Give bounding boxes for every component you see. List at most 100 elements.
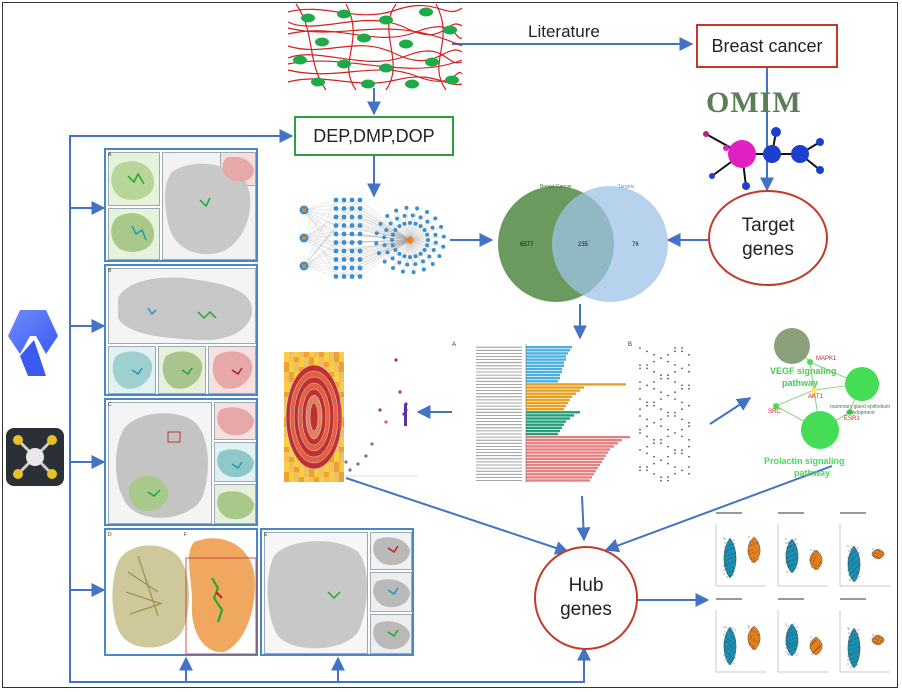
violin-point — [725, 555, 727, 557]
gene-matrix-dot — [639, 449, 641, 451]
gene-matrix-dot — [688, 455, 690, 458]
violin-point — [819, 562, 821, 564]
violin-point — [877, 553, 879, 555]
heat-cell — [284, 382, 289, 387]
violin-point — [785, 552, 787, 554]
heat-cell — [339, 367, 344, 372]
heat-cell — [289, 447, 294, 452]
violin-point — [812, 652, 814, 654]
heat-cell — [304, 352, 309, 357]
heat-cell — [324, 357, 329, 362]
violin-point — [849, 645, 851, 647]
gene-matrix-dot — [653, 421, 655, 424]
violin-point — [853, 551, 855, 553]
violin-point — [723, 537, 725, 539]
heat-cell — [289, 352, 294, 357]
network-edge — [351, 225, 411, 241]
violin-point — [789, 635, 791, 637]
violin-point — [814, 640, 816, 642]
target-node — [402, 254, 407, 259]
network-edge — [303, 242, 345, 267]
violin-point — [794, 553, 796, 555]
violin-point — [727, 628, 729, 630]
violin-point — [813, 651, 815, 653]
violin-point — [856, 554, 858, 556]
enrichment-bar — [526, 395, 572, 398]
network-edge — [303, 199, 337, 211]
compound-node — [357, 248, 363, 254]
enrichment-bar — [526, 435, 630, 439]
fiber-network-icon — [287, 3, 463, 91]
violin-title-placeholder — [716, 598, 742, 600]
heat-cell — [284, 457, 289, 462]
network-edge — [399, 239, 411, 263]
gene-matrix-dot — [688, 387, 690, 390]
violin-point — [816, 648, 818, 650]
violin-point — [731, 557, 733, 559]
gene-matrix-dot — [681, 469, 683, 472]
heat-cell — [284, 357, 289, 362]
enrichment-bar — [526, 408, 564, 411]
compound-target-network — [299, 197, 446, 279]
violin-point — [723, 565, 725, 567]
gene-matrix-dot — [681, 452, 683, 455]
target-node — [426, 238, 430, 242]
breast-cancer-box: Breast cancer — [696, 24, 838, 68]
heat-cell — [284, 392, 289, 397]
compound-node — [333, 223, 339, 228]
heat-cell — [324, 472, 329, 477]
panel5-structure — [267, 537, 410, 650]
violin-point — [789, 546, 791, 548]
violin-point — [794, 648, 796, 650]
violin-point — [787, 566, 789, 568]
heat-cell — [284, 427, 289, 432]
gene-matrix-dot — [646, 445, 648, 448]
violin-point — [788, 650, 790, 652]
target-node — [390, 243, 395, 248]
heat-cell — [329, 462, 334, 467]
compound-node — [333, 257, 339, 262]
network-edge — [343, 239, 411, 252]
heat-cell — [334, 467, 339, 472]
network-edge — [359, 239, 411, 260]
violin-point — [855, 651, 857, 653]
compound-node — [349, 248, 355, 254]
heat-cell — [339, 357, 344, 362]
network-edge — [409, 239, 414, 273]
violin-point — [849, 649, 851, 651]
target-node — [382, 235, 387, 240]
enrichment-bar — [526, 457, 604, 460]
heat-cell — [309, 467, 314, 472]
violin-point — [724, 631, 726, 633]
violin-point — [847, 655, 849, 657]
gene-matrix-dot — [681, 384, 683, 387]
violin-point — [873, 555, 875, 557]
violin-point — [796, 626, 798, 628]
enrichment-bar — [526, 361, 564, 364]
violin-point — [794, 652, 796, 654]
violin-point — [853, 661, 855, 663]
violin-point — [723, 569, 725, 571]
violin-point — [787, 629, 789, 631]
violin-title-placeholder — [778, 598, 804, 600]
violin-point — [724, 641, 726, 643]
pathway-edges — [773, 328, 879, 449]
compound-node — [341, 257, 347, 262]
violin-point — [785, 643, 787, 645]
violin-point — [848, 550, 850, 552]
network-edge — [409, 221, 428, 241]
gene-matrix-dot — [674, 472, 676, 475]
violin-point — [817, 568, 819, 570]
violin-point — [855, 573, 857, 575]
compound-node — [349, 206, 355, 211]
enrichment-bar — [526, 414, 574, 417]
violin-point — [791, 550, 793, 552]
prolactin-pathway-label-1: Prolactin signaling — [764, 456, 845, 466]
violin-point — [753, 638, 755, 640]
target-node — [415, 206, 420, 211]
compound-node — [341, 248, 347, 254]
violin-point — [725, 646, 727, 648]
enrichment-bar — [526, 466, 598, 470]
gene-matrix-dot — [660, 425, 662, 428]
violin-point — [853, 575, 855, 577]
